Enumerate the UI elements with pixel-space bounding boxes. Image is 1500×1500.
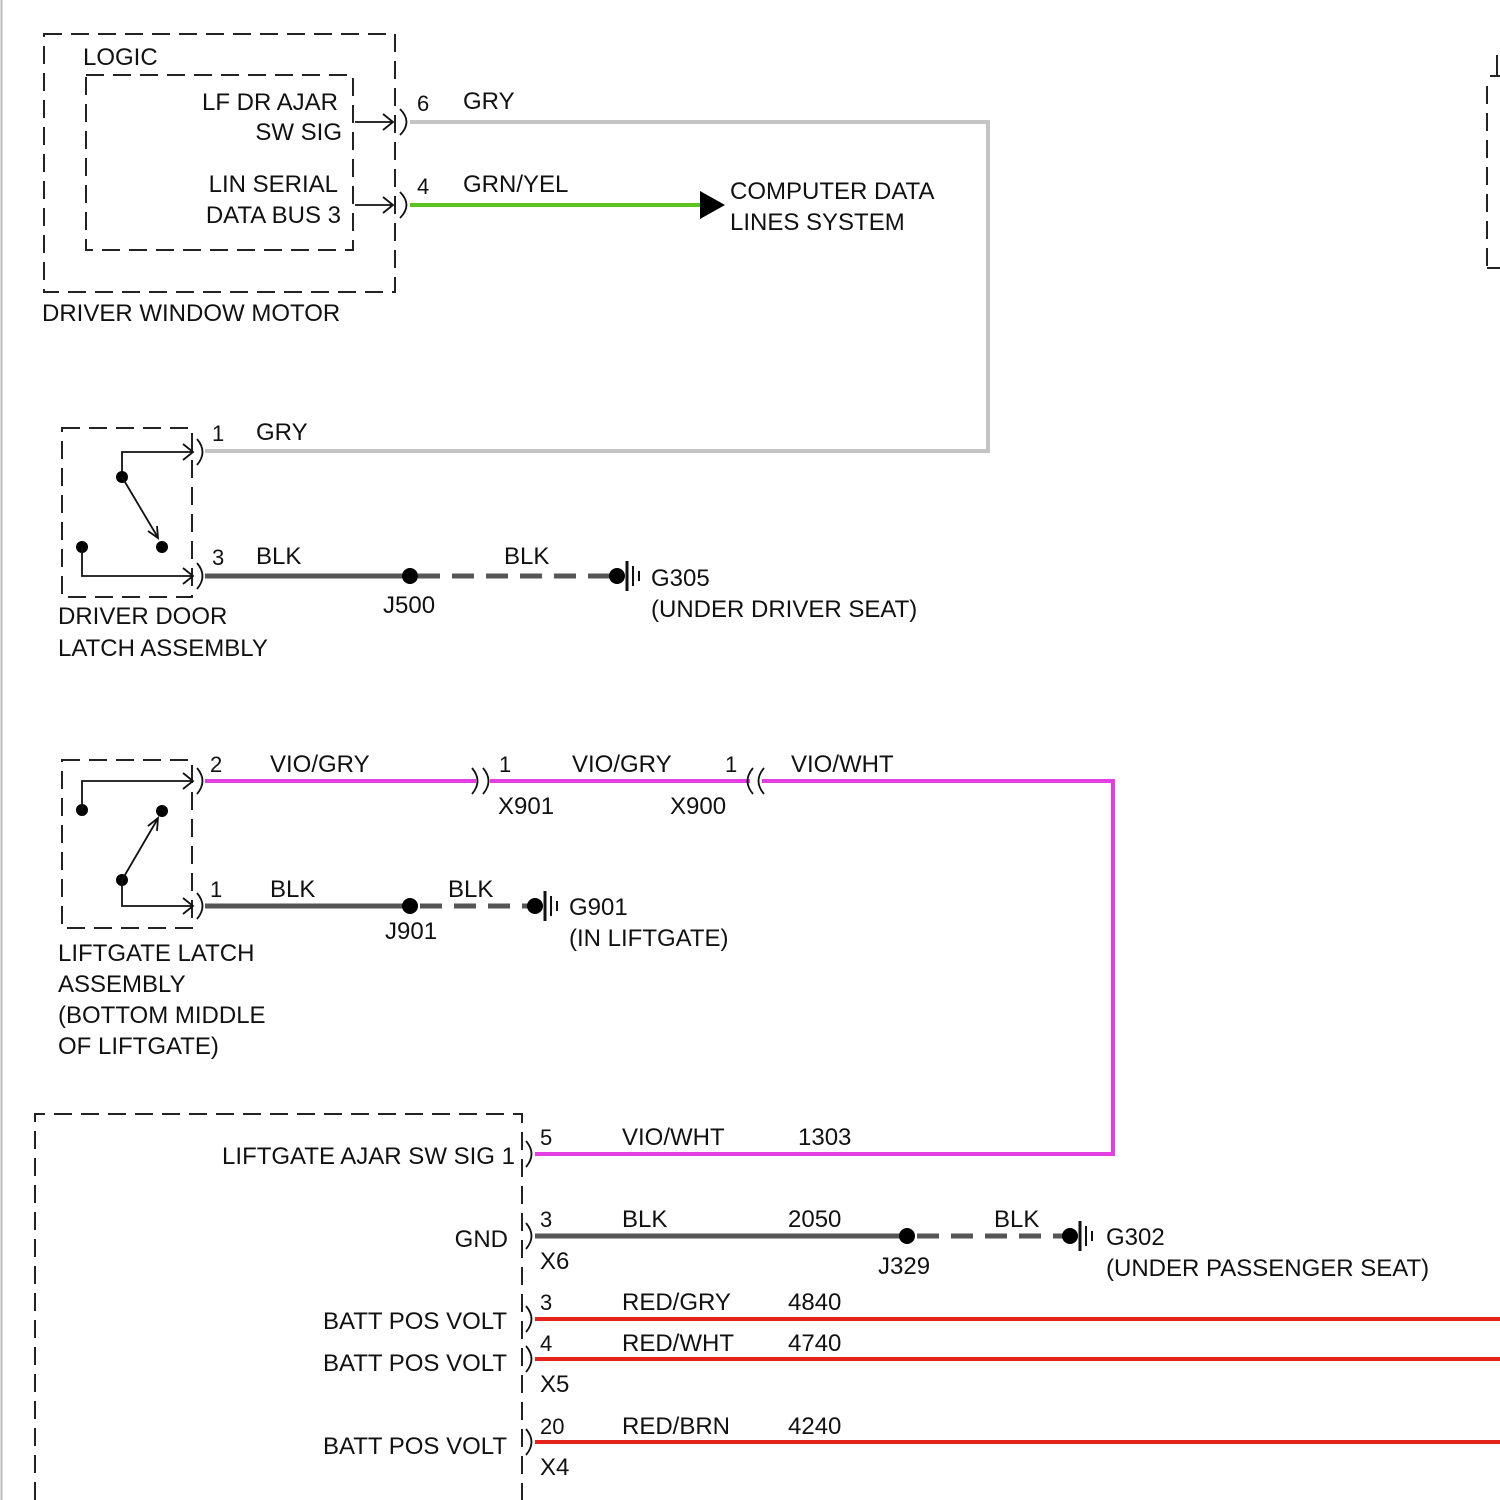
splice-dot <box>402 568 418 584</box>
wire-color-label: VIO/GRY <box>270 751 370 778</box>
liftgate-latch-name: ASSEMBLY <box>58 971 186 998</box>
splice-label: J329 <box>878 1253 930 1280</box>
wire-color-label: VIO/GRY <box>572 751 672 778</box>
switch-contact <box>156 805 168 817</box>
wire-color-label: VIO/WHT <box>622 1124 725 1151</box>
wire-color-label: BLK <box>622 1206 667 1233</box>
wire-color-label: GRY <box>256 419 308 446</box>
circuit-number: 4740 <box>788 1330 841 1357</box>
ground-dot <box>1062 1228 1078 1244</box>
connector-label: X5 <box>540 1371 569 1398</box>
wire-color-label: BLK <box>504 543 549 570</box>
pin-number: 4 <box>417 174 429 199</box>
module-pin-label: BATT POS VOLT <box>323 1433 507 1460</box>
connector-label: X901 <box>498 793 554 820</box>
connector-label: X900 <box>670 793 726 820</box>
splice-dot <box>899 1228 915 1244</box>
wire-color-label: RED/WHT <box>622 1330 734 1357</box>
circuit-number: 4240 <box>788 1413 841 1440</box>
pin-number: 20 <box>540 1414 564 1439</box>
splice-label: J500 <box>383 592 435 619</box>
wire-color-label: BLK <box>256 543 301 570</box>
splice-label: J901 <box>385 918 437 945</box>
wire-color-label: BLK <box>270 876 315 903</box>
computer-data-label: COMPUTER DATA <box>730 178 934 205</box>
pin-number: 1 <box>210 877 222 902</box>
ground-location: (IN LIFTGATE) <box>569 925 729 952</box>
circuit-number: 2050 <box>788 1206 841 1233</box>
lines-system-label: LINES SYSTEM <box>730 209 905 236</box>
module-pin-label: BATT POS VOLT <box>323 1350 507 1377</box>
pin-number: 3 <box>540 1207 552 1232</box>
wire-color-label: BLK <box>448 876 493 903</box>
connector-label: X4 <box>540 1454 569 1481</box>
ground-dot <box>527 898 543 914</box>
driver-window-motor-name: DRIVER WINDOW MOTOR <box>42 300 340 327</box>
wire-color-label: RED/GRY <box>622 1289 731 1316</box>
logic-label: LOGIC <box>83 44 158 71</box>
connector-label: X6 <box>540 1248 569 1275</box>
pin-number: 3 <box>540 1290 552 1315</box>
lf-dr-ajar-label: LF DR AJAR <box>202 89 338 116</box>
ground-dot <box>609 568 625 584</box>
module-pin-label: BATT POS VOLT <box>323 1308 507 1335</box>
wire-color-label: VIO/WHT <box>791 751 894 778</box>
pin-number: 1 <box>212 421 224 446</box>
pin-number: 2 <box>210 752 222 777</box>
ground-label: G901 <box>569 894 628 921</box>
pin-number: 3 <box>212 545 224 570</box>
splice-dot <box>402 898 418 914</box>
sw-sig-label: SW SIG <box>255 119 342 146</box>
lin-serial-label: LIN SERIAL <box>209 171 338 198</box>
pin-number: 5 <box>540 1125 552 1150</box>
switch-contact <box>156 541 168 553</box>
driver-door-latch-name: LATCH ASSEMBLY <box>58 635 268 662</box>
circuit-number: 1303 <box>798 1124 851 1151</box>
wire-color-label: RED/BRN <box>622 1413 730 1440</box>
pin-number: 1 <box>499 752 511 777</box>
data-bus-label: DATA BUS 3 <box>206 202 341 229</box>
wire-color-label: BLK <box>994 1206 1039 1233</box>
module-pin-label: LIFTGATE AJAR SW SIG 1 <box>222 1143 515 1170</box>
wire-color-label: GRY <box>463 88 515 115</box>
liftgate-latch-name: LIFTGATE LATCH <box>58 940 254 967</box>
driver-door-latch-name: DRIVER DOOR <box>58 603 227 630</box>
pin-number: 4 <box>540 1331 552 1356</box>
pin-number: 6 <box>417 91 429 116</box>
wire-color-label: GRN/YEL <box>463 171 568 198</box>
ground-label: G302 <box>1106 1224 1165 1251</box>
liftgate-latch-name: OF LIFTGATE) <box>58 1033 219 1060</box>
liftgate-latch-name: (BOTTOM MIDDLE <box>58 1002 266 1029</box>
ground-label: G305 <box>651 565 710 592</box>
ground-location: (UNDER PASSENGER SEAT) <box>1106 1255 1429 1282</box>
circuit-number: 4840 <box>788 1289 841 1316</box>
ground-location: (UNDER DRIVER SEAT) <box>651 596 917 623</box>
module-pin-label: GND <box>455 1226 508 1253</box>
pin-number: 1 <box>725 752 737 777</box>
